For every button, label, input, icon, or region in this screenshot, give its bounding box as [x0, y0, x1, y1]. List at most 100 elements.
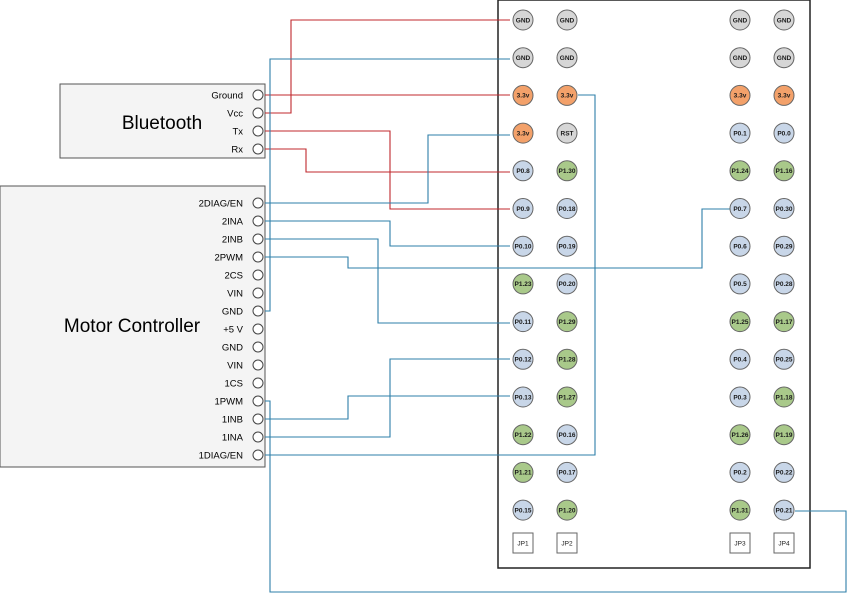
jp1-pin-label: P1.22 [515, 432, 532, 439]
jp2-pin-label: P0.19 [559, 244, 576, 251]
jp2-pin-label: P0.18 [559, 206, 576, 213]
wire-1diag-to-3v3 [265, 94, 596, 456]
motor-controller-title: Motor Controller [64, 316, 201, 337]
jp1-pin-3-3v [512, 84, 534, 106]
jp3-pin-label: GND [733, 55, 748, 62]
motor-pin-vin [252, 359, 264, 371]
wire-ground-to-gnd [265, 19, 510, 114]
jp3-pin-label: P0.7 [733, 206, 747, 213]
jp2-pin-rst [556, 122, 578, 144]
jp4-pin-gnd [773, 47, 795, 69]
jp1-pin-label: P1.23 [515, 281, 532, 288]
jp1-pin-label: GND [516, 55, 531, 62]
jp2-pin-label: P1.30 [559, 168, 576, 175]
bluetooth-module [59, 83, 266, 159]
jp4-pin-p1-16 [773, 160, 795, 182]
jp4-pin-label: P0.29 [776, 244, 793, 251]
jp1-pin-p0-12 [512, 348, 534, 370]
jp1-pin-label: P0.9 [516, 206, 530, 213]
jp1-pin-label: P0.12 [515, 357, 532, 364]
wire-1ina-to-p0-12 [265, 358, 510, 438]
wire-1pwm-to-p0-21 [265, 400, 847, 593]
jp2-pin-label: GND [560, 55, 575, 62]
bluetooth-pin-ground [252, 89, 264, 101]
jp3-pin-label: P0.3 [733, 394, 747, 401]
mcu-board [497, 0, 811, 569]
jp4-pin-p0-30 [773, 198, 795, 219]
bluetooth-pin-vcc [252, 107, 264, 119]
jp1-pin-p1-23 [512, 273, 534, 295]
jp1-pin-label: P0.13 [515, 394, 532, 401]
jp1-pin-label: P0.11 [515, 319, 532, 326]
motor-pin-label: 1DIAG/EN [199, 451, 243, 462]
motor-pin-2ina [252, 215, 264, 227]
jp3-pin-3-3v [729, 84, 751, 106]
jp4-pin-p0-28 [773, 273, 795, 295]
jp4-pin-p0-25 [773, 348, 795, 370]
jp3-pin-label: P0.5 [733, 281, 747, 288]
jp4-pin-p0-29 [773, 235, 795, 257]
jp1-pin-p1-21 [512, 461, 534, 483]
bluetooth-pin-label: Vcc [227, 109, 243, 120]
jp2-pin-label: P1.28 [559, 357, 576, 364]
wire-2diag-to-3v3 [265, 134, 510, 204]
jp4-pin-gnd [773, 9, 795, 31]
red-wires [265, 19, 510, 210]
motor-pin-gnd [252, 305, 264, 317]
motor-pin-label: VIN [227, 361, 243, 372]
motor-pin-label: 1PWM [215, 397, 244, 408]
bluetooth-pin-label: Ground [211, 91, 243, 102]
jp1-pin-p0-11 [512, 311, 534, 333]
jp2-pin-label: RST [561, 130, 574, 137]
jp3-pin-label: P1.24 [732, 168, 749, 175]
header-pins: GNDGND3.3v3.3vP0.8P0.9P0.10P1.23P0.11P0.… [512, 9, 795, 554]
jp2-pin-p0-18 [556, 198, 578, 219]
jp2-pin-p0-16 [556, 424, 578, 446]
jp2-pin-label: P1.20 [559, 507, 576, 514]
jp2-pin-label: P0.16 [559, 432, 576, 439]
jp3-pin-p0-2 [729, 461, 751, 483]
motor-pin-vin [252, 287, 264, 299]
jp3-pin-gnd [729, 9, 751, 31]
jp4-pin-3-3v [773, 84, 795, 106]
motor-controller-module [0, 185, 266, 468]
motor-pin-label: VIN [227, 289, 243, 300]
jp2-pin-p1-20 [556, 499, 578, 521]
jp4-pin-label: P0.28 [776, 281, 793, 288]
bluetooth-pin-label: Tx [232, 127, 243, 138]
bluetooth-pin-rx [252, 143, 264, 155]
jp3-pin-label: P0.2 [733, 470, 747, 477]
jp4-pin-label: 3.3v [778, 93, 791, 100]
motor-pin-5-v [252, 323, 264, 335]
jp3-pin-p0-4 [729, 348, 751, 370]
jp4-pin-label: GND [777, 17, 792, 24]
jp1-pin-p0-9 [512, 198, 534, 219]
jp4-label: JP4 [778, 541, 790, 548]
jp3-pin-label: P1.31 [732, 507, 749, 514]
jp2-pin-label: P0.17 [559, 470, 576, 477]
bluetooth-pin-label: Rx [231, 145, 243, 156]
jp2-pin-gnd [556, 9, 578, 31]
jp2-pin-label: P1.27 [559, 394, 576, 401]
motor-pin-1cs [252, 377, 264, 389]
motor-pin-label: 2INA [222, 217, 244, 228]
jp4-pin-p0-0 [773, 122, 795, 144]
wire-tx-to-p0-9 [265, 130, 510, 210]
jp2-label: JP2 [561, 541, 573, 548]
jp3-pin-label: P1.26 [732, 432, 749, 439]
jp2-pin-label: GND [560, 17, 575, 24]
jp3-pin-p0-1 [729, 122, 751, 144]
jp1-pin-p1-22 [512, 424, 534, 446]
motor-pin-label: 2DIAG/EN [199, 199, 243, 210]
jp4-pin-label: GND [777, 55, 792, 62]
motor-pin-2diag-en [252, 197, 264, 209]
motor-pin-1inb [252, 413, 264, 425]
jp3-pin-p0-7 [729, 198, 751, 219]
jp2-pin-p1-28 [556, 348, 578, 370]
jp4-pin-label: P1.17 [776, 319, 793, 326]
jp3-pin-p0-5 [729, 273, 751, 295]
jp3-pin-p1-26 [729, 424, 751, 446]
